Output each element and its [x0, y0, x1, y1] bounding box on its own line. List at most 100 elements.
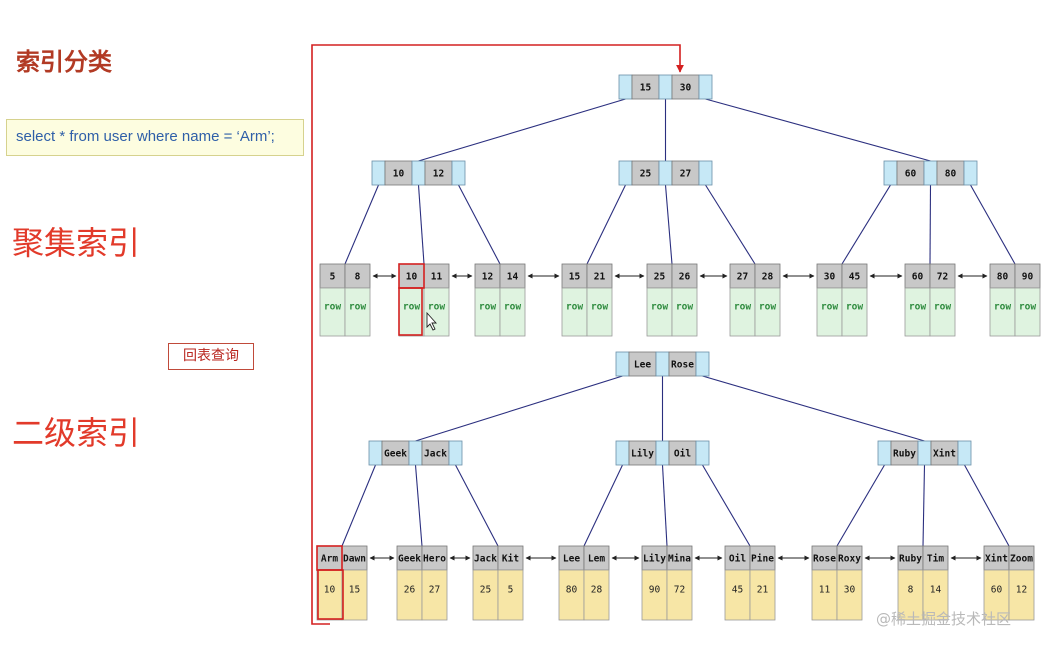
secondary-index-label: 二级索引 — [12, 414, 141, 452]
node-key: 12 — [433, 169, 444, 180]
leaf-value: 21 — [757, 585, 769, 596]
leaf-key: 30 — [824, 272, 836, 283]
leaf-value: row — [479, 302, 496, 313]
leaf-key-cell — [561, 263, 588, 289]
leaf-key-cell — [671, 263, 698, 289]
leaf-value-cell — [316, 569, 343, 621]
leaf-value: 90 — [649, 585, 661, 596]
leaf-key-cell — [983, 545, 1010, 571]
node-pointer — [615, 440, 630, 466]
leaf-value: row — [846, 302, 863, 313]
leaf-value: row — [934, 302, 951, 313]
node-pointer — [698, 160, 713, 186]
node-pointer — [448, 440, 463, 466]
leaf-value: 80 — [566, 585, 578, 596]
leaf-value: 72 — [674, 585, 685, 596]
node-pointer — [618, 74, 633, 100]
leaf-value: row — [403, 302, 420, 313]
leaf-key: 11 — [431, 272, 443, 283]
leaf-value-cell — [398, 287, 425, 337]
leaf-key-cell — [497, 545, 524, 571]
leaf-key: 10 — [406, 272, 418, 283]
node-pointer — [411, 160, 426, 186]
node-pointer — [695, 351, 710, 377]
leaf-key-cell — [666, 545, 693, 571]
leaf-value: 60 — [991, 585, 1003, 596]
tree-edge — [415, 375, 623, 442]
leaf-value: 26 — [404, 585, 416, 596]
leaf-value-cell — [671, 287, 698, 337]
leaf-value-cell — [499, 287, 526, 337]
node-key: 30 — [680, 83, 692, 94]
leaf-key-cell — [929, 263, 956, 289]
node-pointer — [923, 160, 938, 186]
node-pointer — [695, 440, 710, 466]
node-key: 27 — [680, 169, 691, 180]
leaf-value: row — [349, 302, 366, 313]
leaf-key: 26 — [679, 272, 691, 283]
node-key: 10 — [393, 169, 405, 180]
leaf-key-cell — [586, 263, 613, 289]
leaf-value: 15 — [349, 585, 360, 596]
tree-edge — [341, 464, 377, 547]
node-key: Oil — [674, 449, 691, 460]
leaf-value-cell — [811, 569, 838, 621]
tree-edge — [586, 184, 626, 265]
node-key-cell — [424, 160, 453, 186]
leaf-key: Mina — [668, 554, 691, 565]
highlight-row — [398, 287, 423, 336]
tree-edge — [964, 464, 1010, 547]
tree-edge — [970, 184, 1016, 265]
node-pointer — [963, 160, 978, 186]
leaf-value-cell — [497, 569, 524, 621]
leaf-value: row — [428, 302, 445, 313]
leaf-value: 8 — [908, 585, 914, 596]
tree-edge — [455, 464, 499, 547]
leaf-key: 45 — [849, 272, 861, 283]
node-key: Xint — [933, 449, 956, 460]
leaf-value: row — [504, 302, 521, 313]
leaf-value-cell — [729, 287, 756, 337]
tree-edge — [841, 184, 891, 265]
leaf-key: Arm — [321, 554, 338, 565]
leaf-key-cell — [989, 263, 1016, 289]
leaf-value-cell — [396, 569, 423, 621]
leaf-key: 12 — [482, 272, 493, 283]
leaf-value-cell — [561, 287, 588, 337]
node-key-cell — [631, 160, 660, 186]
leaf-value-cell — [423, 287, 450, 337]
leaf-value: 14 — [930, 585, 942, 596]
leaf-key: Rose — [813, 554, 836, 565]
leaf-key-cell — [472, 545, 499, 571]
leaf-value-cell — [1014, 287, 1041, 337]
sql-query-box: select * from user where name = ‘Arm’; — [6, 119, 304, 156]
node-key-cell — [421, 440, 450, 466]
node-key-cell — [631, 74, 660, 100]
node-key-cell — [930, 440, 959, 466]
leaf-value: row — [734, 302, 751, 313]
leaf-value-cell — [929, 287, 956, 337]
leaf-value-cell — [421, 569, 448, 621]
leaf-value: row — [324, 302, 341, 313]
leaf-key: 14 — [507, 272, 519, 283]
leaf-value-cell — [983, 569, 1010, 621]
node-pointer — [408, 440, 423, 466]
node-key-cell — [628, 440, 657, 466]
leaf-value-cell — [586, 287, 613, 337]
node-key: Lee — [634, 360, 651, 371]
leaf-value: row — [651, 302, 668, 313]
leaf-value-cell — [724, 569, 751, 621]
tree-edge — [664, 184, 673, 265]
tree-edge — [661, 464, 668, 547]
leaf-value-cell — [904, 287, 931, 337]
